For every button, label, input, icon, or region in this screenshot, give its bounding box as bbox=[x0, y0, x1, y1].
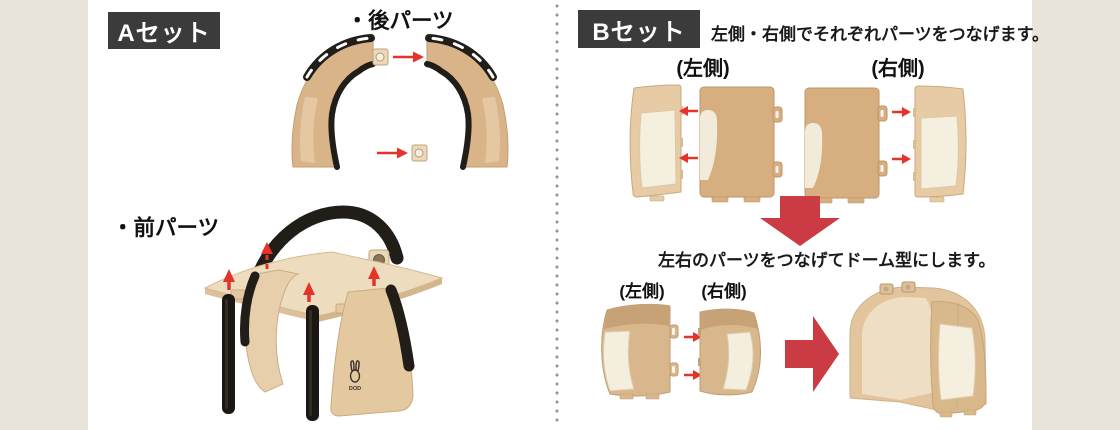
front-parts-illustration: DOD bbox=[203, 205, 444, 421]
pair-label-top-left: (左側) bbox=[676, 58, 730, 80]
roof-panel-part bbox=[203, 251, 444, 322]
brand-logo-text: DOD bbox=[349, 386, 361, 392]
curved-right-panel-part bbox=[698, 308, 761, 396]
panel-with-window-part bbox=[629, 84, 683, 202]
arrow-up-icon bbox=[368, 266, 380, 286]
pair-label-bottom-left: (左側) bbox=[619, 282, 665, 301]
set-b-top-instruction: 左側・右側でそれぞれパーツをつなげます。 bbox=[711, 25, 1049, 44]
front-parts-heading: ・前パーツ bbox=[112, 216, 220, 240]
connector-tab bbox=[411, 144, 428, 162]
set-b-label: Bセット bbox=[578, 10, 700, 48]
dome-inner-wall bbox=[862, 297, 937, 400]
pole-part bbox=[222, 294, 235, 414]
block-arrow-right-icon bbox=[785, 316, 839, 392]
arrow-right-icon bbox=[892, 107, 911, 117]
rear-parts-heading: ・後パーツ bbox=[346, 9, 454, 33]
arrow-right-icon bbox=[377, 147, 408, 159]
arrow-right-icon bbox=[684, 332, 702, 342]
dome-clip bbox=[901, 281, 916, 293]
pole-part bbox=[306, 305, 319, 421]
pair-label-top-right: (右側) bbox=[871, 58, 925, 80]
bset-left-pair-illustration bbox=[629, 84, 783, 203]
connector-tab bbox=[372, 48, 389, 66]
front-right-side-part: DOD bbox=[330, 284, 415, 417]
pair-label-bottom-right: (右側) bbox=[701, 282, 747, 301]
bset-right-pair-illustration bbox=[804, 85, 967, 204]
dome-clip bbox=[879, 283, 894, 295]
panel-with-tabs-part bbox=[804, 87, 888, 204]
block-arrow-down-icon bbox=[760, 196, 840, 246]
brand-rabbit-icon bbox=[349, 360, 361, 383]
section-divider bbox=[555, 4, 559, 426]
arrow-up-icon bbox=[303, 282, 315, 302]
arrow-up-icon bbox=[223, 269, 235, 290]
curved-left-panel-part bbox=[601, 303, 679, 400]
dome-front-face bbox=[930, 301, 987, 418]
rear-parts-illustration bbox=[291, 34, 509, 170]
panel-with-tabs-part bbox=[699, 86, 783, 203]
rear-right-half-part bbox=[424, 34, 509, 170]
arrow-right-icon bbox=[393, 51, 424, 63]
arrow-right-icon bbox=[892, 154, 911, 164]
bset-joined-pair-illustration bbox=[601, 303, 761, 400]
rear-left-half-part bbox=[291, 34, 376, 170]
assembled-dome-illustration bbox=[849, 281, 987, 418]
set-b-mid-instruction: 左右のパーツをつなげてドーム型にします。 bbox=[658, 251, 996, 270]
front-left-side-part bbox=[240, 269, 300, 393]
set-a-label: Aセット bbox=[108, 12, 220, 49]
arrow-right-icon bbox=[684, 370, 702, 380]
panel-with-window-part bbox=[913, 85, 967, 203]
arrow-left-icon bbox=[679, 153, 698, 163]
arrow-left-icon bbox=[679, 106, 698, 116]
